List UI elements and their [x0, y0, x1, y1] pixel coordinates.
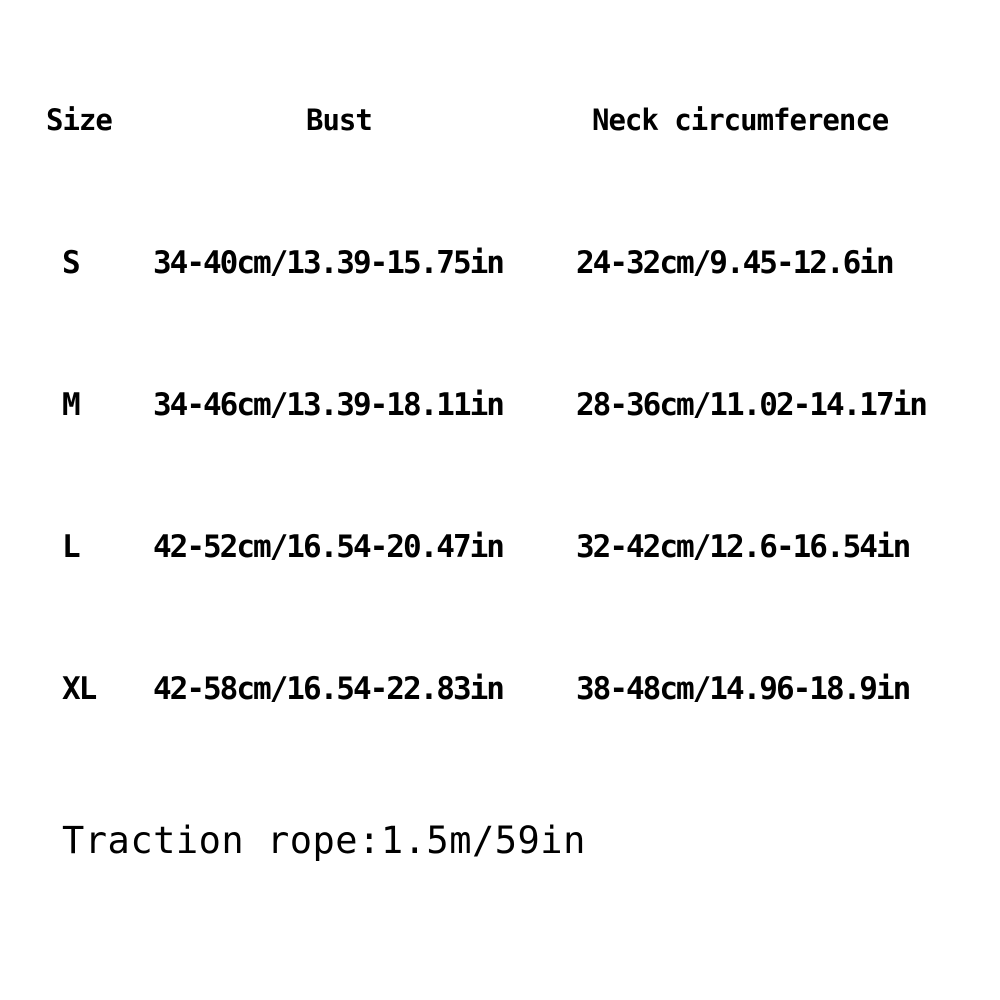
row-bust: 42-58cm/16.54-22.83in: [153, 671, 505, 707]
row-bust: 42-52cm/16.54-20.47in: [153, 529, 505, 565]
header-neck-circumference: Neck circumference: [592, 103, 889, 137]
row-neck: 28-36cm/11.02-14.17in: [576, 387, 928, 423]
traction-rope-note: Traction rope:1.5m/59in: [62, 819, 586, 862]
row-size: M: [62, 387, 81, 423]
header-bust: Bust: [306, 103, 373, 137]
row-neck: 38-48cm/14.96-18.9in: [576, 671, 911, 707]
row-neck: 24-32cm/9.45-12.6in: [576, 245, 895, 281]
row-neck: 32-42cm/12.6-16.54in: [576, 529, 911, 565]
row-size: XL: [62, 671, 97, 707]
row-bust: 34-40cm/13.39-15.75in: [153, 245, 505, 281]
row-bust: 34-46cm/13.39-18.11in: [153, 387, 505, 423]
row-size: L: [62, 529, 81, 565]
row-size: S: [62, 245, 81, 281]
header-size: Size: [46, 103, 113, 137]
